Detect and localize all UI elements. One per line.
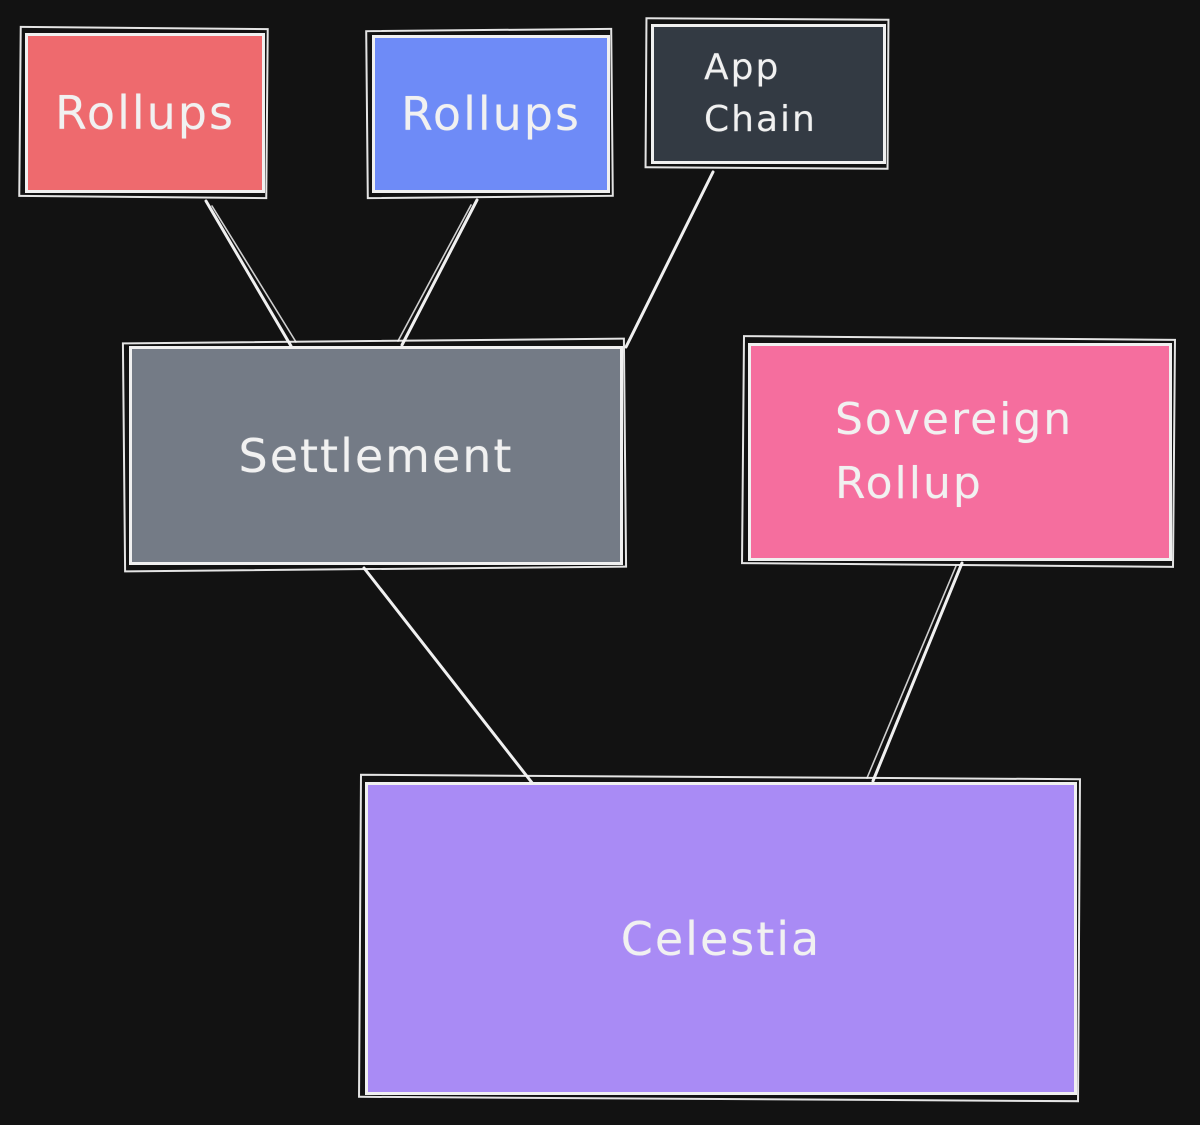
edge-rollups-red-to-settlement[interactable] [204,199,297,348]
node-rollups-blue-label: Rollups [401,87,581,141]
node-app-chain[interactable]: App Chain [651,24,886,164]
node-sovereign-rollup-label-line1: Sovereign [835,394,1074,446]
node-sovereign-rollup[interactable]: Sovereign Rollup [748,343,1172,561]
edge-sovereign-rollup-to-celestia[interactable] [866,561,964,783]
node-app-chain-label-line2: Chain [704,99,817,140]
node-settlement[interactable]: Settlement [129,346,623,565]
node-rollups-blue[interactable]: Rollups [372,35,610,193]
node-celestia[interactable]: Celestia [365,782,1077,1095]
edge-app-chain-to-settlement[interactable] [624,170,715,349]
node-app-chain-label-line1: App [704,46,781,88]
node-rollups-red-label: Rollups [55,86,235,140]
edge-rollups-blue-to-settlement[interactable] [397,198,479,347]
node-settlement-label: Settlement [238,428,514,483]
node-sovereign-rollup-label-line2: Rollup [835,458,983,509]
node-rollups-red[interactable]: Rollups [25,33,265,193]
edge-settlement-to-celestia[interactable] [362,566,535,786]
node-celestia-label: Celestia [620,911,822,966]
